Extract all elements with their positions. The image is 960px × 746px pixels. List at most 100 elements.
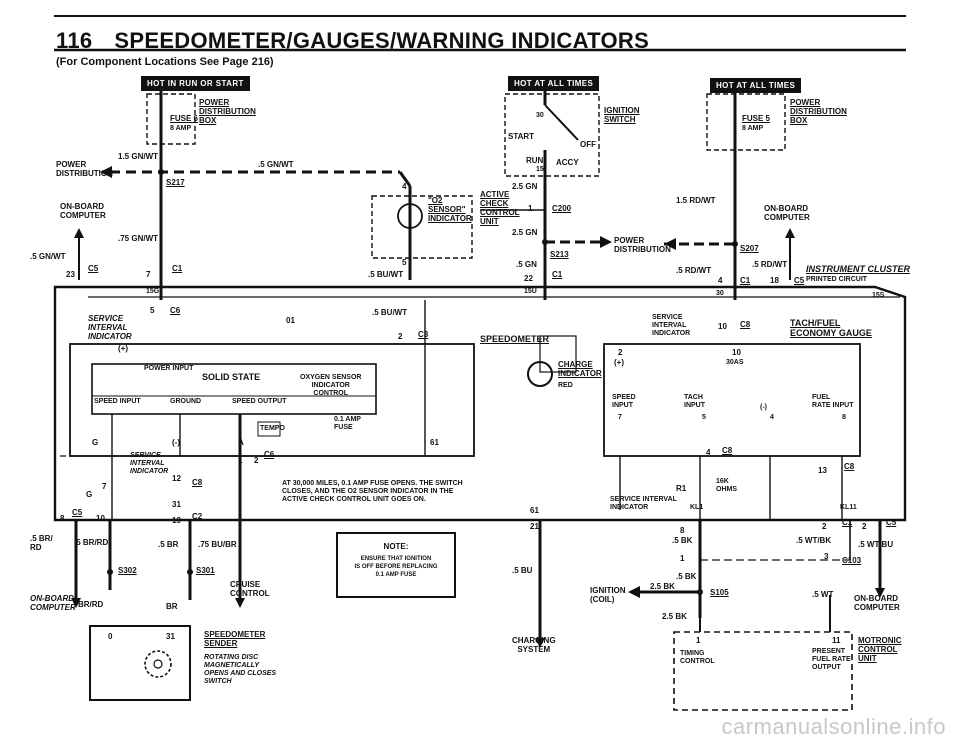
pin-15s: 15S: [872, 292, 885, 299]
c103-connector: C103: [842, 556, 862, 565]
onboard-computer-left: ON-BOARD COMPUTER: [60, 202, 106, 220]
service-interval-indicator-kl1: SERVICE INTERVAL INDICATOR: [610, 496, 677, 511]
charge-indicator-label: CHARGE INDICATOR: [558, 360, 602, 378]
c1-pin-4: 4: [718, 276, 723, 285]
c103-pin-3: 3: [824, 552, 829, 561]
ign-30: 30: [536, 112, 544, 119]
c1-connector-left: C1: [172, 264, 183, 273]
ign-start: START: [508, 132, 535, 141]
c8-pin-4: 4: [706, 448, 711, 457]
sender-description: ROTATING DISC MAGNETICALLY OPENS AND CLO…: [204, 654, 277, 685]
solid-state-label: SOLID STATE: [202, 372, 261, 382]
sender-box: [89, 625, 191, 701]
tempo-label: TEMPO: [260, 425, 285, 432]
obc-left-arrow: [74, 228, 84, 238]
pin-g-top: G: [92, 438, 99, 447]
pin-1-kl1: 1: [680, 554, 685, 563]
wire-5rdwt-b: .5 RD/WT: [752, 260, 788, 269]
tach-fuel-economy-gauge: TACH/FUEL ECONOMY GAUGE: [790, 318, 872, 338]
c5-pin-2-bottom: 2: [862, 522, 867, 531]
pin-7-right: 7: [618, 414, 622, 421]
c1-connector-mid: C1: [552, 270, 563, 279]
o2-lamp: [397, 203, 423, 229]
wire-5rdwt-a: .5 RD/WT: [676, 266, 712, 275]
c200-connector: C200: [552, 204, 572, 213]
motronic-control-unit: MOTRONIC CONTROL UNIT: [858, 636, 902, 663]
fuse-01amp-label: 0.1 AMP FUSE: [334, 416, 361, 431]
wire-5bk-b: .5 BK: [676, 572, 697, 581]
pin-01: 01: [286, 316, 295, 325]
power-dist-arrow-mid: [600, 236, 612, 248]
note-body: ENSURE THAT IGNITION IS OFF BEFORE REPLA…: [354, 556, 438, 578]
wire-5wt: .5 WT: [812, 590, 834, 599]
charging-system-label: CHARGING SYSTEM: [512, 636, 556, 654]
wire-brrd: BR/RD: [78, 600, 104, 609]
wire-5bk-a: .5 BK: [672, 536, 693, 545]
fuel-rate-input-label: FUEL RATE INPUT: [812, 394, 854, 409]
power-distribution-left: POWER DISTRIBUTION: [56, 160, 113, 178]
charging-arrow: [535, 638, 545, 648]
tach-input-label: TACH INPUT: [684, 394, 705, 409]
c3-pin-2: 2: [398, 332, 403, 341]
pin-2-right: 2: [618, 348, 623, 357]
c5-connector-bottom-right: C5: [886, 518, 897, 527]
wire-75bubr: .75 BU/BR: [198, 540, 237, 549]
power-distribution-mid: POWER DISTRIBUTION: [614, 236, 671, 254]
cruise-control-label: CRUISE CONTROL: [230, 580, 270, 598]
wire-75gnwt: .75 GN/WT: [118, 234, 159, 243]
fuse6-amp: 8 AMP: [170, 125, 192, 132]
s301-splice: [187, 569, 193, 575]
note-title: NOTE:: [383, 542, 409, 551]
fuse6-box: [146, 93, 196, 145]
title-text: SPEEDOMETER/GAUGES/WARNING INDICATORS: [114, 28, 650, 53]
wire-5brrd-b: .5 BR/RD: [74, 538, 109, 547]
oxygen-sensor-control-label: OXYGEN SENSOR INDICATOR CONTROL: [300, 374, 362, 397]
note-box: NOTE: ENSURE THAT IGNITION IS OFF BEFORE…: [336, 532, 456, 598]
sender-pin-0: 0: [108, 632, 113, 641]
ignition-switch-label: IGNITION SWITCH: [604, 106, 640, 124]
c6-connector-mid: C6: [264, 450, 275, 459]
c8-connector-right-3: C8: [844, 462, 855, 471]
c1-connector-bottom: C1: [842, 518, 853, 527]
cruise-arrow: [235, 598, 245, 608]
wire-15rdwt: 1.5 RD/WT: [676, 196, 716, 205]
hot-at-all-times-tag-2: HOT AT ALL TIMES: [710, 78, 802, 93]
s217-splice: [158, 169, 164, 175]
s302-splice: [107, 569, 113, 575]
ignition-coil-label: IGNITION (COIL): [590, 586, 626, 604]
wire-5buwt-cluster: .5 BU/WT: [372, 308, 408, 317]
fuse5-box: [706, 93, 786, 151]
pin-15g: 15G: [146, 288, 160, 295]
c5-connector-bottom: C5: [72, 508, 83, 517]
pin-8-kl1: 8: [680, 526, 685, 535]
service-interval-indicator-top: SERVICE INTERVAL INDICATOR: [88, 314, 132, 341]
c6-pin-2: 2: [254, 456, 259, 465]
plus-terminal-left: (+): [118, 344, 128, 353]
power-input-label: POWER INPUT: [144, 365, 194, 372]
ign-run: RUN: [526, 156, 544, 165]
fuse5-name: FUSE 5: [742, 114, 771, 123]
ign-15: 15: [536, 166, 544, 173]
page-subtitle: (For Component Locations See Page 216): [56, 56, 274, 68]
sender-hub: [153, 659, 163, 669]
speed-input-label-right: SPEED INPUT: [612, 394, 636, 409]
pin-kl1: KL1: [690, 504, 704, 511]
minus-terminal-right: (-): [760, 404, 767, 411]
wire-25gn-b: 2.5 GN: [512, 228, 538, 237]
c1-pin-22: 22: [524, 274, 533, 283]
s105-splice: [697, 589, 703, 595]
pin-21: 21: [530, 522, 539, 531]
o2-pin-5: 5: [402, 258, 407, 267]
c1-pin-2-bottom: 2: [822, 522, 827, 531]
fuse6-name: FUSE 6: [170, 114, 199, 123]
obc-right-arrow: [785, 228, 795, 238]
wire-15gnwt: 1.5 GN/WT: [118, 152, 159, 161]
c1-connector-right: C1: [740, 276, 751, 285]
wire-5buwt-top: .5 BU/WT: [368, 270, 404, 279]
speed-output-label: SPEED OUTPUT: [232, 398, 287, 405]
c8-connector-left: C8: [192, 478, 203, 487]
c5-pin-8: 8: [60, 514, 65, 523]
ign-accy: ACCY: [556, 158, 579, 167]
cluster-outline: [53, 285, 907, 522]
